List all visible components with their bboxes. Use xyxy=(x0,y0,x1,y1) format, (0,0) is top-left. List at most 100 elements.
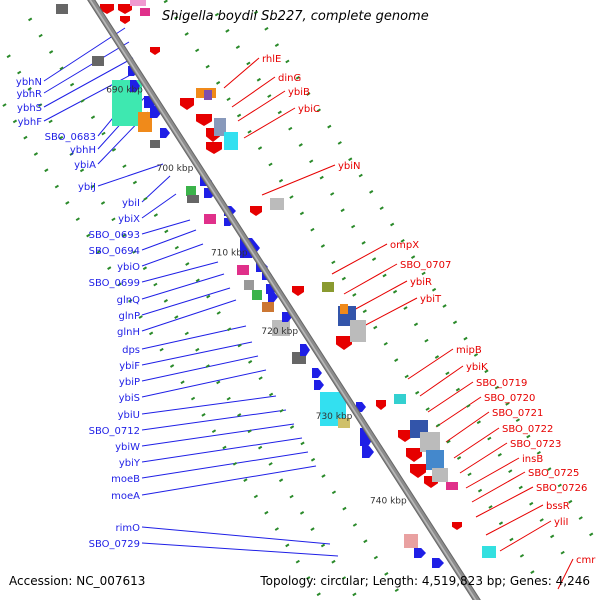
track-tick xyxy=(6,54,11,59)
track-tick xyxy=(69,152,74,156)
forward-gene-arrow xyxy=(312,368,322,378)
gene-connector xyxy=(475,486,534,518)
track-tick xyxy=(246,61,251,66)
track-tick xyxy=(257,146,263,150)
track-tick xyxy=(340,208,345,213)
track-tick xyxy=(96,249,101,254)
track-tick xyxy=(529,501,534,506)
track-tick xyxy=(90,184,95,189)
reverse-feature-block xyxy=(394,394,406,404)
track-tick xyxy=(298,143,303,147)
track-tick xyxy=(310,457,316,462)
track-tick xyxy=(247,429,252,434)
forward-gene-arrow xyxy=(130,80,140,92)
track-tick xyxy=(216,380,221,385)
backbone-line xyxy=(88,0,480,600)
gene-connector xyxy=(223,57,260,89)
track-tick xyxy=(243,478,248,482)
track-tick xyxy=(404,374,409,379)
track-tick xyxy=(446,439,451,444)
track-tick xyxy=(319,175,324,180)
track-tick xyxy=(267,94,272,98)
track-tick xyxy=(33,152,39,156)
track-tick xyxy=(174,15,179,20)
gene-label-moea: moeA xyxy=(111,491,140,502)
gene-label-ybia: ybiA xyxy=(74,160,96,171)
track-tick xyxy=(205,364,210,368)
forward-feature-block xyxy=(204,214,216,224)
track-tick xyxy=(2,103,7,107)
gene-connector xyxy=(471,471,526,503)
track-tick xyxy=(373,325,378,330)
track-tick xyxy=(341,276,346,281)
track-tick xyxy=(132,180,138,185)
track-tick xyxy=(352,293,357,297)
track-tick xyxy=(253,494,259,499)
track-tick xyxy=(185,262,190,266)
track-tick xyxy=(473,353,479,357)
track-tick xyxy=(382,273,387,278)
forward-feature-block xyxy=(56,4,68,14)
gene-connector xyxy=(141,395,277,415)
gene-label-ybin: ybiN xyxy=(338,161,361,172)
reverse-gene-arrow xyxy=(196,114,212,126)
gene-label-ybiu: ybiU xyxy=(118,410,140,421)
gene-connector xyxy=(499,520,552,552)
track-tick xyxy=(256,77,261,82)
forward-feature-block xyxy=(244,280,254,290)
track-tick xyxy=(331,559,336,564)
track-tick xyxy=(59,66,64,71)
track-tick xyxy=(206,294,211,299)
track-tick xyxy=(205,64,210,69)
gene-label-ybij: ybiJ xyxy=(78,182,96,193)
track-tick xyxy=(164,229,169,234)
gene-connector xyxy=(141,465,317,496)
forward-feature-block xyxy=(404,534,418,548)
track-tick xyxy=(268,392,274,397)
track-tick xyxy=(289,425,295,429)
track-tick xyxy=(288,126,293,131)
reverse-gene-arrow xyxy=(398,430,412,442)
track-tick xyxy=(149,331,154,336)
track-tick xyxy=(578,516,583,520)
gene-connector xyxy=(407,348,454,380)
track-tick xyxy=(278,478,284,483)
gene-connector xyxy=(465,457,520,489)
track-tick xyxy=(215,81,221,85)
scale-tick-label: 700 kbp xyxy=(157,164,194,174)
track-tick xyxy=(384,572,389,576)
gene-label-mipb: mipB xyxy=(456,345,482,356)
track-tick xyxy=(248,360,253,364)
map-title: Shigella boydii Sb227, complete genome xyxy=(162,9,429,24)
gene-connector xyxy=(141,369,267,398)
track-tick xyxy=(211,429,217,434)
track-tick xyxy=(227,327,232,332)
gene-label-dps: dps xyxy=(122,345,140,356)
gene-label-glnp: glnP xyxy=(119,311,141,322)
gene-connector xyxy=(141,437,303,463)
track-tick xyxy=(403,306,408,310)
track-tick xyxy=(138,315,143,319)
reverse-gene-arrow xyxy=(336,336,352,350)
label-connector-layer xyxy=(43,27,574,590)
track-tick xyxy=(306,92,311,96)
gene-label-sbo_0720: SBO_0720 xyxy=(484,393,535,404)
gene-label-bssr: bssR xyxy=(546,501,570,512)
track-tick xyxy=(547,467,552,471)
gene-label-ybhf: ybhF xyxy=(18,117,43,128)
track-tick xyxy=(300,441,305,446)
gene-label-sbo_0721: SBO_0721 xyxy=(492,408,543,419)
track-tick xyxy=(379,206,384,211)
track-tick xyxy=(494,385,500,390)
gene-label-moeb: moeB xyxy=(111,474,140,485)
gene-connector xyxy=(141,261,219,283)
forward-feature-block xyxy=(186,186,196,196)
track-tick xyxy=(12,119,18,124)
track-tick xyxy=(530,570,535,574)
track-tick xyxy=(117,282,122,287)
track-tick xyxy=(122,164,127,169)
track-tick xyxy=(309,159,314,164)
gene-label-ybix: ybiX xyxy=(118,214,140,225)
gene-label-ybio: ybiO xyxy=(117,262,140,273)
gene-label-ybhh: ybhH xyxy=(70,145,96,156)
